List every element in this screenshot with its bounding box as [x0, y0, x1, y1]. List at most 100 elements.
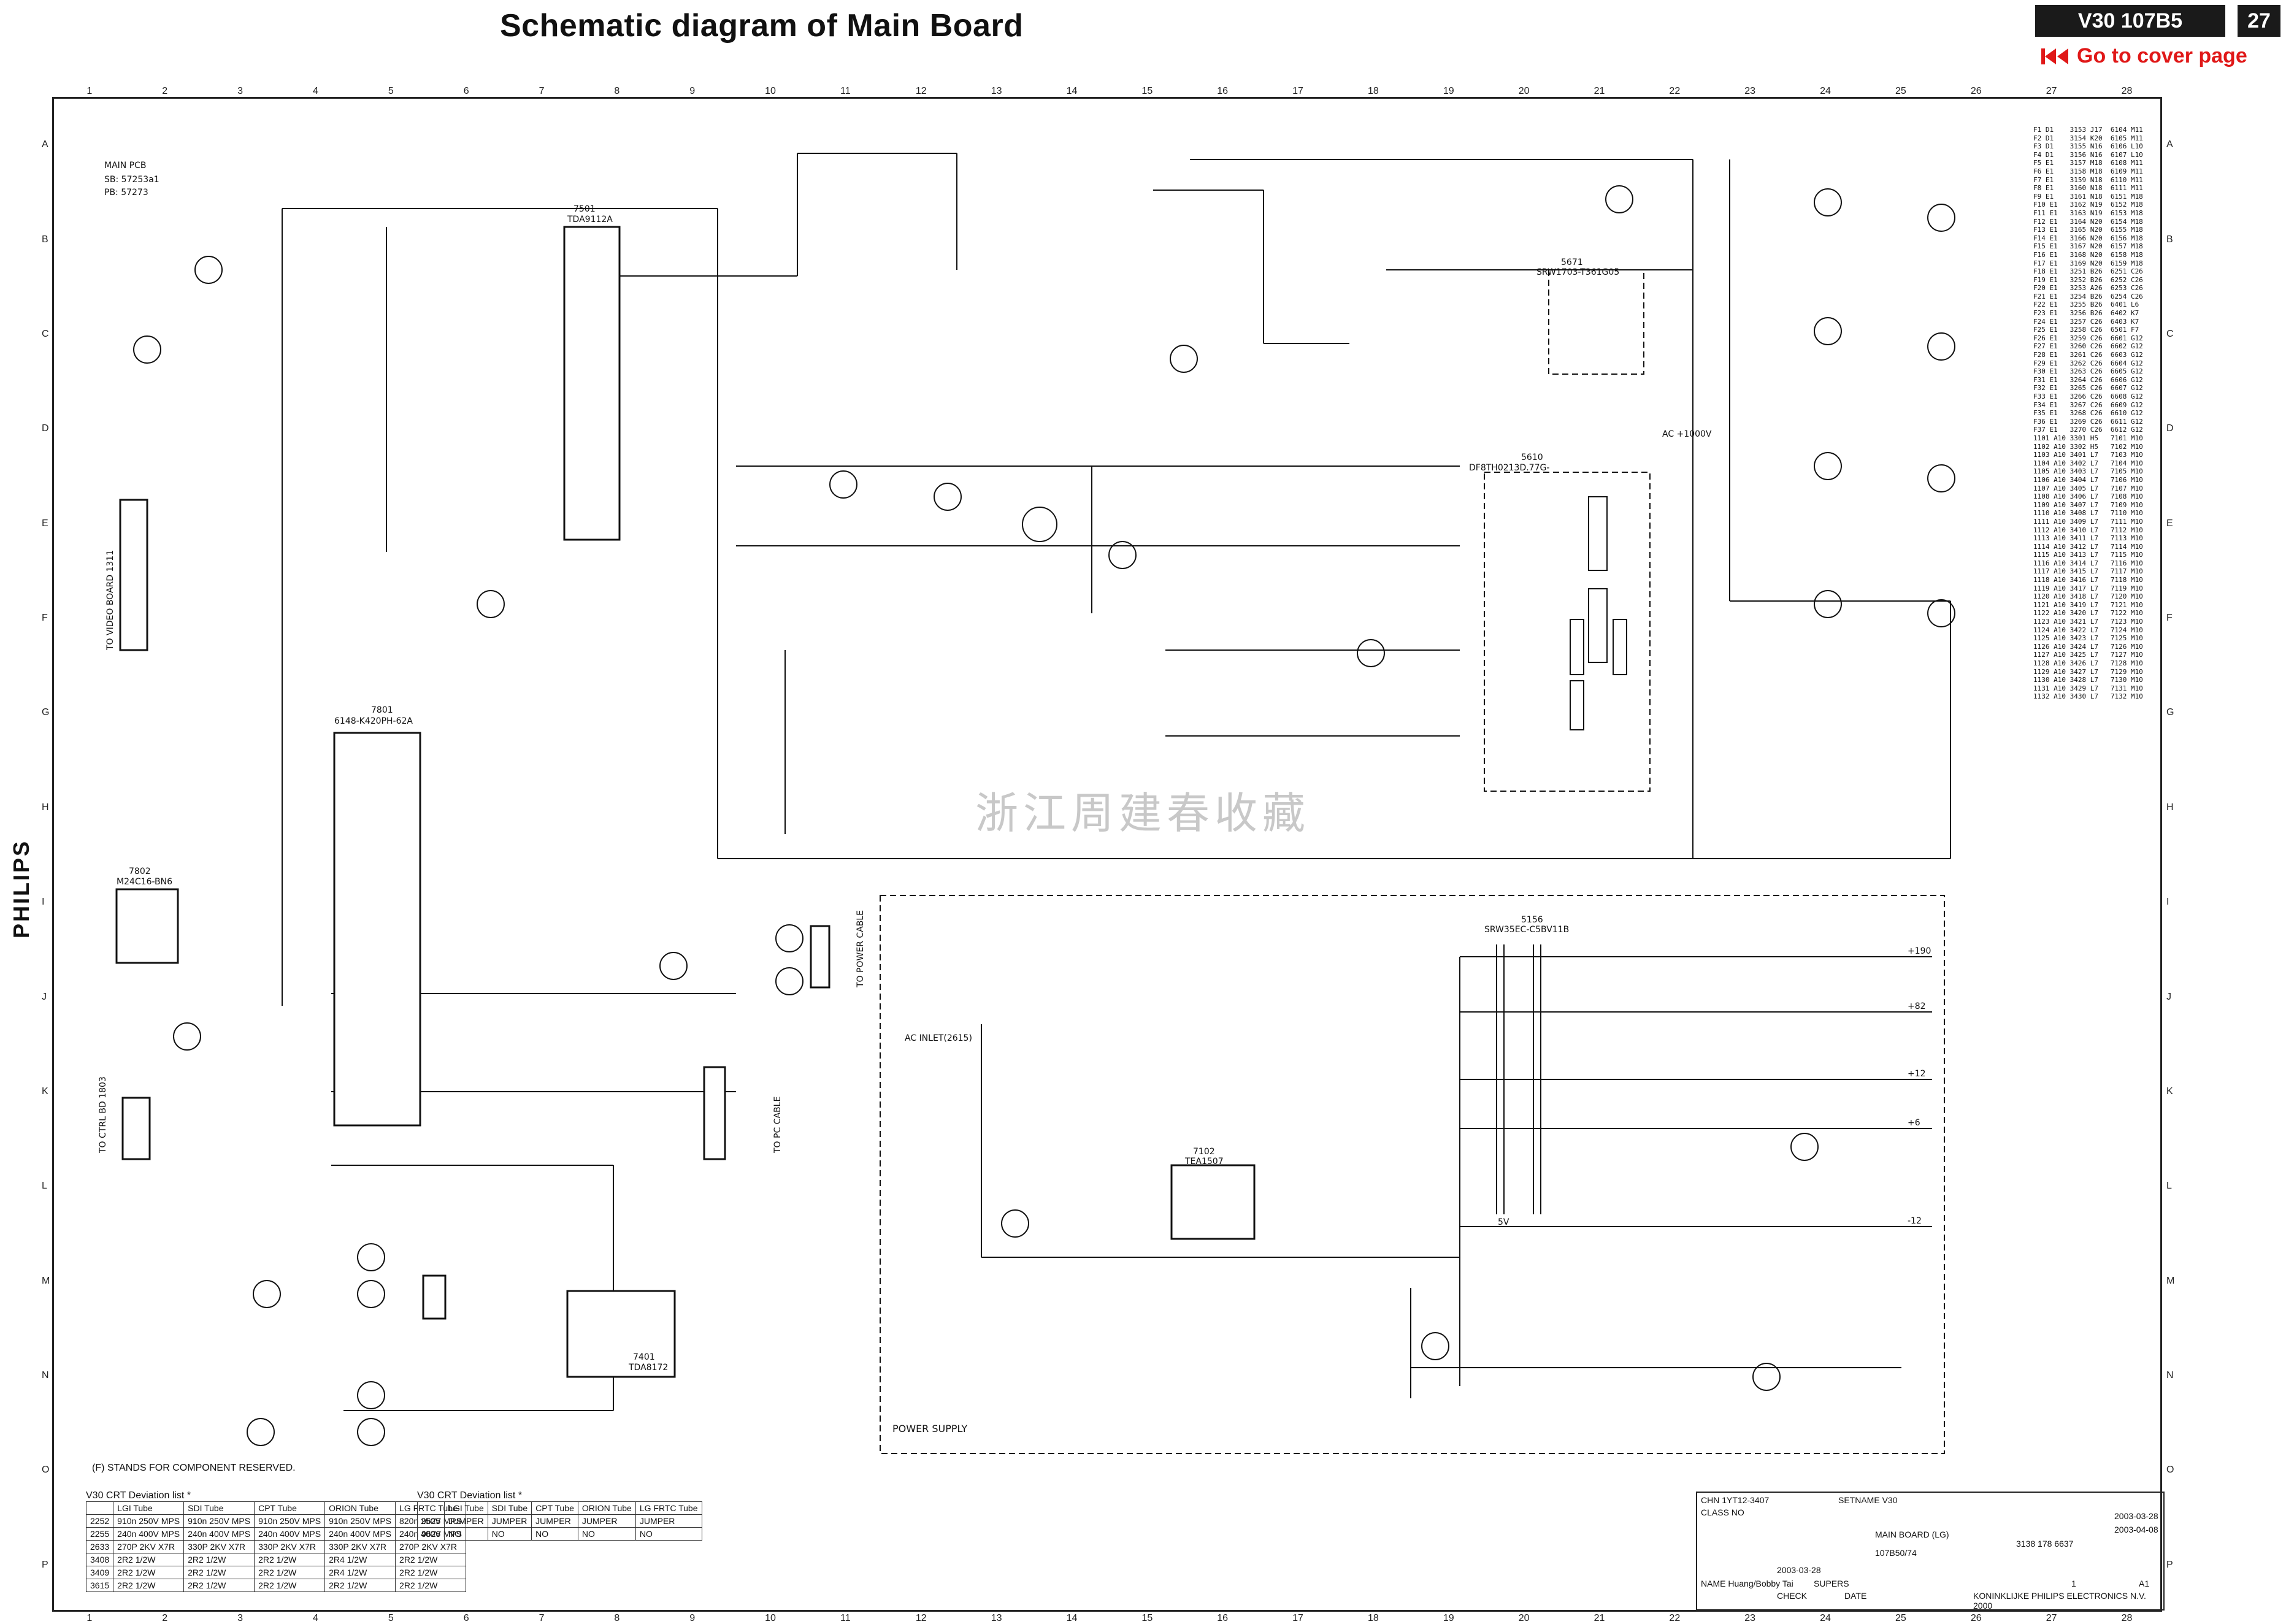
row-label: F: [42, 613, 48, 624]
column-label: 20: [1518, 86, 1530, 96]
sb-label: SB: 57253a1: [104, 175, 159, 185]
page-title: Schematic diagram of Main Board: [500, 8, 1024, 44]
table-cell: 2R2 1/2W: [324, 1579, 396, 1592]
table-header-cell: SDI Tube: [183, 1501, 255, 1515]
column-label: 19: [1443, 86, 1454, 96]
column-label: 28: [2121, 86, 2133, 96]
row-label: I: [2166, 897, 2169, 908]
row-label: J: [2166, 991, 2171, 1002]
row-label: E: [2166, 518, 2173, 529]
table-cell: 9625: [416, 1514, 445, 1528]
rail-minus-12-label: -12: [1908, 1216, 1922, 1226]
go-to-cover-link[interactable]: Go to cover page: [2041, 44, 2247, 68]
column-label: 8: [614, 86, 620, 96]
table-header-cell: [85, 1501, 114, 1515]
row-label: M: [42, 1275, 50, 1286]
row-label: K: [42, 1086, 48, 1097]
name-label: NAME: [1701, 1579, 1726, 1588]
column-label: 22: [1669, 86, 1681, 96]
column-label: 9: [689, 1613, 696, 1623]
row-label: O: [42, 1465, 50, 1476]
row-label: C: [2166, 328, 2174, 339]
table-header-cell: ORION Tube: [577, 1501, 636, 1515]
chn-label: CHN: [1701, 1495, 1720, 1505]
table-cell: 910n 250V MPS: [113, 1514, 185, 1528]
rail-12-label: +12: [1908, 1069, 1926, 1079]
date-label: DATE: [1844, 1591, 1867, 1601]
connector-1402: [422, 1274, 447, 1320]
table-cell: NO: [577, 1527, 636, 1541]
ic-7802-name: M24C16-BN6: [117, 877, 173, 887]
table-header-cell: LGI Tube: [113, 1501, 185, 1515]
column-label: 6: [463, 1613, 469, 1623]
sheet-size: A1: [2139, 1579, 2150, 1588]
table-header-cell: ORION Tube: [324, 1501, 396, 1515]
page-number-badge: 27: [2238, 5, 2280, 37]
date-2: 2003-04-08: [2114, 1525, 2158, 1534]
column-label: 3: [237, 86, 244, 96]
column-label: 14: [1066, 86, 1078, 96]
row-label: A: [2166, 139, 2173, 150]
row-label: K: [2166, 1086, 2173, 1097]
setname-value: V30: [1882, 1495, 1898, 1505]
table-cell: 2R2 1/2W: [183, 1566, 255, 1579]
table-cell: 910n 250V MPS: [183, 1514, 255, 1528]
row-label: H: [42, 802, 49, 813]
ic-7401-body: [566, 1290, 676, 1378]
column-label: 5: [388, 86, 394, 96]
to-ctrl-board-label: TO CTRL BD 1803: [98, 1076, 108, 1153]
column-label: 1: [86, 1613, 93, 1623]
ic-7801-name: 6148-K420PH-62A: [334, 716, 413, 726]
table-cell: 240n 400V MPS: [324, 1527, 396, 1541]
table-cell: JUMPER: [444, 1514, 488, 1528]
model-code: 107B50/74: [1875, 1548, 1917, 1558]
row-label: A: [42, 139, 48, 150]
to-video-board-label: TO VIDEO BOARD 1311: [105, 550, 115, 650]
table-cell: 2R2 1/2W: [113, 1579, 185, 1592]
table-cell: 240n 400V MPS: [113, 1527, 185, 1541]
table-cell: 330P 2KV X7R: [254, 1540, 326, 1553]
table-cell: 910n 250V MPS: [324, 1514, 396, 1528]
to-pc-cable-label: TO PC CABLE: [773, 1096, 783, 1153]
row-label: G: [2166, 707, 2174, 718]
deviation-table-2-title: V30 CRT Deviation list *: [417, 1490, 523, 1501]
column-label: 2: [162, 86, 168, 96]
connector-1803: [121, 1097, 151, 1160]
column-label: 4: [313, 86, 318, 96]
name-value: Huang/Bobby Tai: [1728, 1579, 1793, 1588]
ic-7401-name: TDA8172: [629, 1363, 669, 1373]
supers-label: SUPERS: [1814, 1579, 1849, 1588]
table-cell: 2R4 1/2W: [324, 1553, 396, 1566]
column-label: 18: [1368, 86, 1379, 96]
date-1: 2003-03-28: [2114, 1511, 2158, 1521]
table-cell: JUMPER: [577, 1514, 636, 1528]
ic-7102-ref: 7102: [1193, 1147, 1215, 1157]
table-cell: NO: [635, 1527, 702, 1541]
column-label: 8: [614, 1613, 620, 1623]
table-cell: 2R2 1/2W: [395, 1553, 466, 1566]
table-cell: 2R4 1/2W: [324, 1566, 396, 1579]
ic-7802-ref: 7802: [129, 867, 151, 876]
table-cell: 2R2 1/2W: [183, 1579, 255, 1592]
parts-location-list: F1 D1 3153 J17 6104 M11 F2 D1 3154 K20 6…: [2033, 126, 2143, 701]
column-label: 25: [1895, 86, 1906, 96]
sheet-number: 1: [2071, 1579, 2076, 1588]
fbt-5610-ref: 5610: [1521, 453, 1543, 462]
ic-7501-name: TDA9112A: [567, 215, 613, 224]
ic-7802-body: [115, 888, 179, 964]
rail-190-label: +190: [1908, 946, 1931, 956]
fbt-5610-outline: [1484, 472, 1651, 792]
cover-link-label: Go to cover page: [2077, 44, 2247, 67]
date-3: 2003-03-28: [1777, 1565, 1821, 1575]
table-cell: 2252: [85, 1514, 114, 1528]
table-header-cell: LGI Tube: [444, 1501, 488, 1515]
row-label: N: [2166, 1370, 2174, 1381]
column-label: 12: [915, 86, 927, 96]
rail-5v-label: 5V: [1498, 1217, 1509, 1227]
